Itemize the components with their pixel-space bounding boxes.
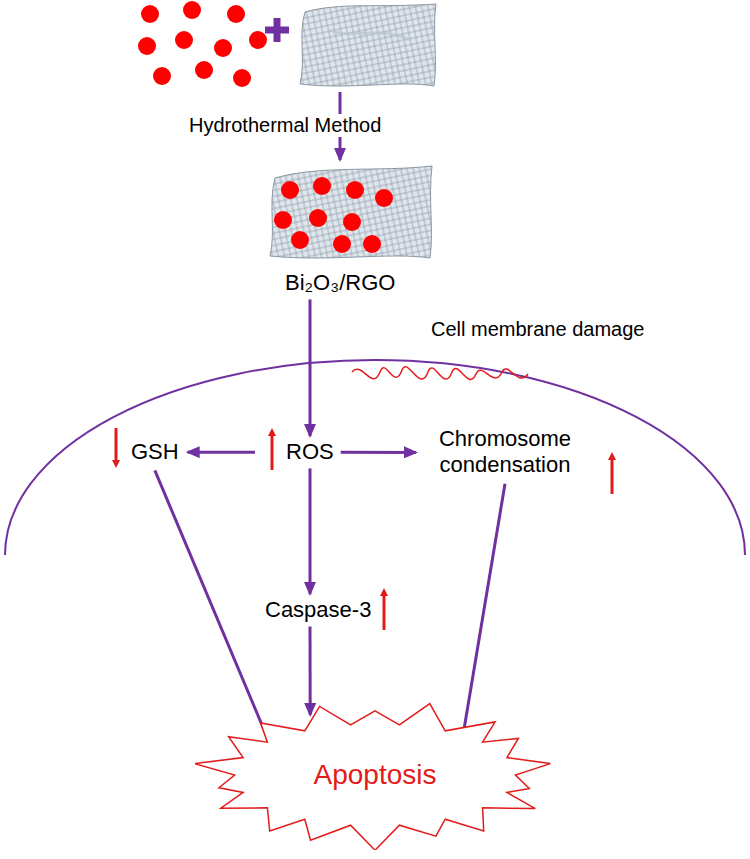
- node-text: Bi₂O₃/RGO: [285, 270, 395, 296]
- enzyme-label: Caspase-3: [260, 594, 376, 626]
- outcome-burst: Apoptosis: [195, 700, 555, 850]
- pathway-arrow: [461, 484, 505, 745]
- pathway-arrow: [309, 468, 312, 594]
- increase-arrow: [271, 432, 274, 470]
- membrane-damage: [352, 367, 528, 380]
- composite-sheet: [270, 166, 432, 258]
- damage-label: Cell membrane damage: [428, 318, 647, 341]
- node-text: Apoptosis: [200, 758, 550, 792]
- method-label: Hydrothermal Method: [186, 114, 384, 137]
- increase-arrow: [611, 456, 614, 494]
- node-text: GSH: [131, 439, 179, 465]
- pathway-arrow: [341, 451, 416, 454]
- decrease-arrow: [115, 428, 118, 464]
- node-text: ROS: [286, 439, 334, 465]
- node-text: Chromosome condensation: [425, 426, 585, 479]
- marker-label: GSH: [126, 436, 184, 468]
- pathway-arrow: [309, 626, 312, 715]
- process-label: Chromosome condensation: [420, 423, 590, 482]
- node-text: Caspase-3: [265, 597, 371, 623]
- plus-sign: [265, 18, 289, 42]
- pathway-arrow: [188, 451, 255, 454]
- pathway-arrow: [309, 299, 312, 436]
- cell-membrane: [5, 360, 745, 555]
- graphene-sheet: [300, 4, 436, 86]
- material-label: Bi₂O₃/RGO: [280, 267, 400, 299]
- increase-arrow: [383, 592, 386, 630]
- pathway-arrow: [155, 470, 274, 754]
- composite-dots: [274, 177, 393, 253]
- marker-label: ROS: [281, 436, 339, 468]
- nanoparticles: [138, 1, 267, 87]
